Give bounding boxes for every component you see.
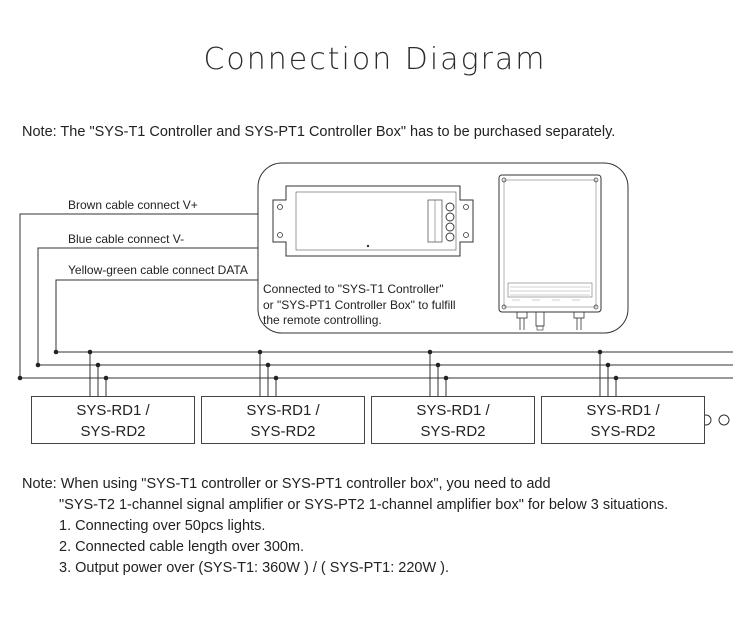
junction-dot (605, 362, 611, 368)
junction-dot (597, 349, 603, 355)
note-bottom: Note: When using "SYS-T1 controller or S… (22, 474, 668, 579)
controller-device-icon (272, 185, 474, 257)
brown-cable-label: Brown cable connect V+ (68, 198, 198, 212)
device-label-line2: SYS-RD2 (80, 423, 146, 440)
junction-dot (427, 349, 433, 355)
device-label-line2: SYS-RD2 (590, 423, 656, 440)
controller-note-line: the remote controlling. (263, 313, 382, 327)
note-top-prefix: Note (22, 124, 53, 140)
note-bottom-line2: "SYS-T2 1-channel signal amplifier or SY… (59, 497, 669, 513)
note-bottom-item: 3. Output power over (SYS-T1: 360W ) / (… (59, 560, 450, 576)
controller-box-icon (498, 174, 602, 331)
device-drops (87, 349, 619, 396)
device-box-3: SYS-RD1 / SYS-RD2 (371, 396, 535, 444)
note-bottom-item: 1. Connecting over 50pcs lights. (59, 518, 266, 534)
junction-dot (257, 349, 263, 355)
device-label-line1: SYS-RD1 / (416, 402, 490, 419)
junction-dot (95, 362, 101, 368)
controller-note: Connected to "SYS-T1 Controller" or "SYS… (263, 282, 456, 329)
device-box-2: SYS-RD1 / SYS-RD2 (201, 396, 365, 444)
junction-dot (273, 375, 279, 381)
device-label-line1: SYS-RD1 / (586, 402, 660, 419)
note-bottom-text: : When using "SYS-T1 controller or SYS-P… (52, 476, 551, 492)
yellow-green-cable-line (55, 279, 258, 352)
controller-note-line: or "SYS-PT1 Controller Box" to fulfill (263, 297, 456, 312)
page-title: Connection Diagram (203, 42, 547, 77)
note-top-text: : The "SYS-T1 Controller and SYS-PT1 Con… (52, 124, 616, 140)
junction-dot (103, 375, 109, 381)
device-label-line2: SYS-RD2 (420, 423, 486, 440)
junction-dot (443, 375, 449, 381)
brown-cable-line (19, 213, 258, 378)
device-label-line1: SYS-RD1 / (246, 402, 320, 419)
device-box-1: SYS-RD1 / SYS-RD2 (31, 396, 195, 444)
blue-cable-label: Blue cable connect V- (68, 232, 185, 246)
note-bottom-line1: Note: When using "SYS-T1 controller or S… (22, 474, 668, 495)
note-bottom-prefix: Note (22, 476, 53, 492)
yellow-green-cable-label: Yellow-green cable connect DATA (68, 263, 248, 277)
device-box-4: SYS-RD1 / SYS-RD2 (541, 396, 705, 444)
junction-dot (613, 375, 619, 381)
note-bottom-item: 2. Connected cable length over 300m. (59, 539, 305, 555)
blue-cable-line (37, 247, 258, 365)
junction-dot (87, 349, 93, 355)
note-top: Note: The "SYS-T1 Controller and SYS-PT1… (22, 124, 615, 140)
controller-note-line: Connected to "SYS-T1 Controller" (263, 282, 444, 296)
device-label-line1: SYS-RD1 / (76, 402, 150, 419)
device-label-line2: SYS-RD2 (250, 423, 316, 440)
junction-dot (435, 362, 441, 368)
junction-dot (265, 362, 271, 368)
